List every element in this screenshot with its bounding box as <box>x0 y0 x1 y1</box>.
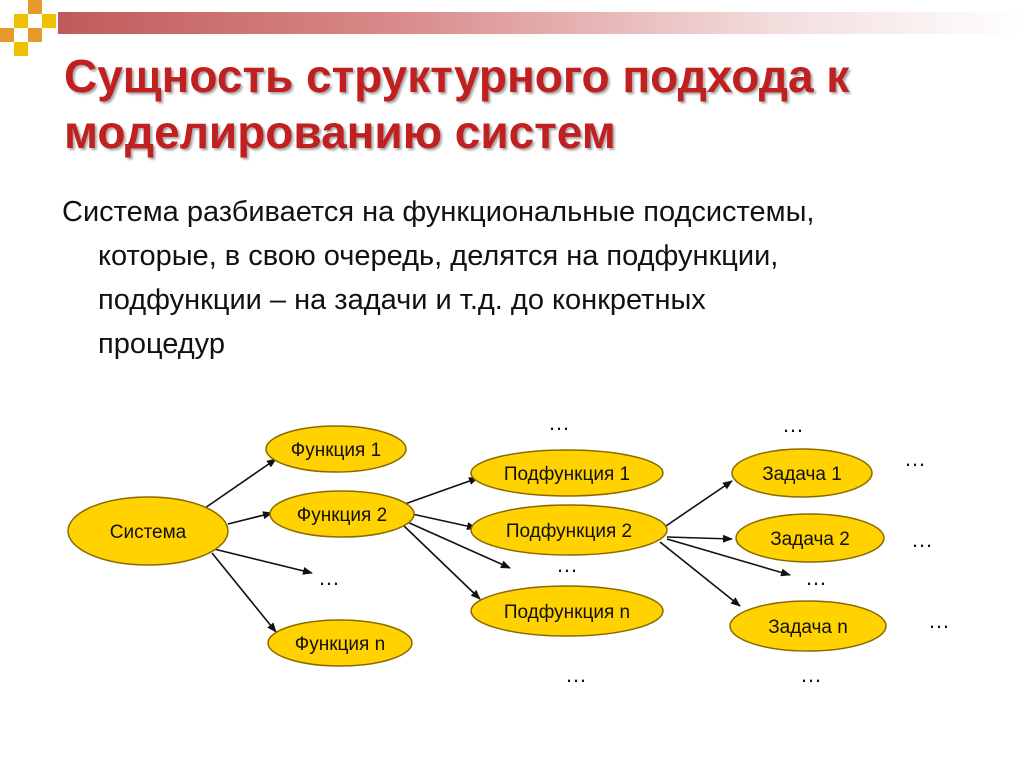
arrow <box>402 524 481 600</box>
ellipsis: … <box>911 527 936 552</box>
svg-text:Задача n: Задача n <box>768 617 848 638</box>
svg-text:Подфункция 2: Подфункция 2 <box>506 521 632 542</box>
ellipsis-markers: … … … … … … … … … … <box>318 410 953 687</box>
svg-text:Функция 2: Функция 2 <box>297 505 387 526</box>
diagram-arrows <box>204 458 791 633</box>
ellipsis: … <box>904 446 929 471</box>
node-task-1: Задача 1 <box>731 448 873 498</box>
ellipsis: … <box>318 565 343 590</box>
ellipsis: … <box>928 608 953 633</box>
arrow <box>659 480 733 531</box>
node-function-2: Функция 2 <box>269 490 415 538</box>
node-subfunction-1: Подфункция 1 <box>470 449 664 497</box>
svg-text:Функция 1: Функция 1 <box>291 440 381 461</box>
arrow <box>401 477 479 506</box>
node-system: Система <box>67 496 229 566</box>
ellipsis: … <box>805 565 830 590</box>
svg-text:Подфункция 1: Подфункция 1 <box>504 464 630 485</box>
node-function-1: Функция 1 <box>265 425 407 473</box>
node-subfunction-n: Подфункция n <box>470 585 664 637</box>
svg-text:Задача 2: Задача 2 <box>770 529 850 550</box>
ellipsis: … <box>800 662 825 687</box>
body-line: подфункции – на задачи и т.д. до конкрет… <box>98 284 706 316</box>
ellipsis: … <box>782 412 807 437</box>
arrow <box>204 458 277 509</box>
svg-text:Система: Система <box>110 522 187 543</box>
arrow <box>411 513 477 530</box>
svg-text:Подфункция n: Подфункция n <box>504 602 630 623</box>
svg-text:Функция n: Функция n <box>295 634 385 655</box>
arrow <box>659 541 741 607</box>
body-line: Система разбивается на функциональные по… <box>62 196 815 228</box>
body-line: процедур <box>98 328 225 360</box>
node-task-2: Задача 2 <box>735 513 885 563</box>
arrow <box>213 548 313 575</box>
arrow <box>211 552 277 633</box>
node-subfunction-2: Подфункция 2 <box>470 504 668 556</box>
ellipsis: … <box>548 410 573 435</box>
arrow <box>666 538 791 577</box>
body-line: которые, в свою очередь, делятся на подф… <box>98 240 779 272</box>
slide-body: Система разбивается на функциональные по… <box>62 190 1002 366</box>
title-bar-decoration <box>58 12 1024 34</box>
slide-title: Сущность структурного подхода к моделиро… <box>64 50 850 158</box>
ellipsis: … <box>565 662 590 687</box>
svg-text:Задача 1: Задача 1 <box>762 464 842 485</box>
node-task-n: Задача n <box>729 600 887 652</box>
ellipsis: … <box>556 552 581 577</box>
node-function-n: Функция n <box>267 619 413 667</box>
arrow <box>666 534 733 543</box>
arrow <box>404 520 511 569</box>
arrow <box>227 511 273 525</box>
